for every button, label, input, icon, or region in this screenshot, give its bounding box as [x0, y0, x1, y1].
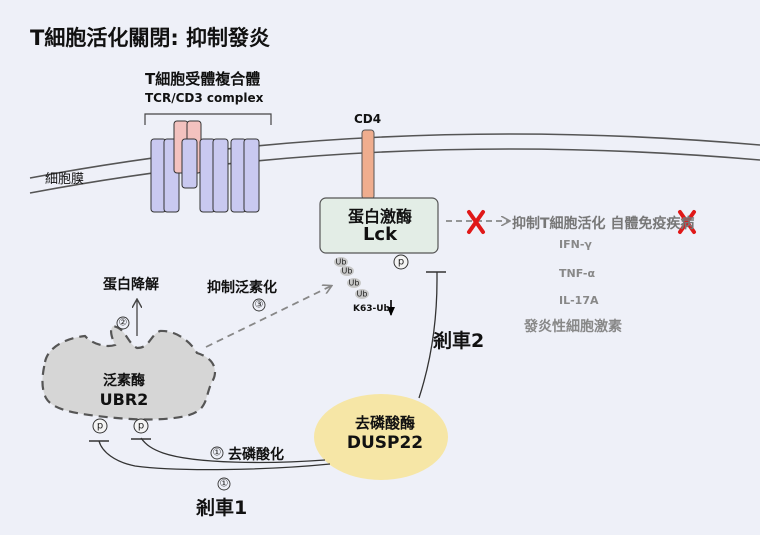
brake2-inhibition-line: [418, 272, 438, 399]
cytokine-ifn-gamma: IFN-γ: [559, 238, 592, 251]
ub-label-1: Ub: [335, 257, 347, 267]
lck-label-en: Lck: [362, 224, 398, 245]
membrane-line-inner: [29, 148, 760, 194]
tcr-complex-label-en: TCR/CD3 complex: [145, 91, 264, 105]
effect-text: 抑制T細胞活化 自體免疫疾病: [512, 216, 695, 232]
ubr2-label-en: UBR2: [99, 390, 149, 409]
diagram-title: T細胞活化關閉: 抑制發炎: [30, 26, 271, 50]
step-3-label: ③: [254, 299, 264, 311]
cytokine-tnf-alpha: TNF-α: [559, 267, 596, 280]
brake1-inhibition-line-outer: [98, 440, 331, 471]
step-2-label: ②: [118, 317, 128, 329]
lck-label: 蛋白激酶: [347, 207, 412, 226]
ubr2-label: 泛素酶: [103, 373, 145, 389]
phospho-lck: [393, 254, 409, 270]
tcr-bracket: [144, 113, 272, 125]
cd4-label: CD4: [354, 112, 382, 126]
dephosphorylation-label: 去磷酸化: [228, 447, 284, 463]
k63-ub-label: K63-Ub: [353, 304, 390, 314]
step-1-circle-low: [217, 477, 231, 491]
phospho-ubr2-right: [133, 418, 149, 434]
brake-1-label: 剎車1: [196, 497, 248, 519]
phospho-ubr2-right-label: p: [137, 420, 145, 432]
phospho-lck-label: p: [397, 256, 405, 268]
tcr-cd3-complex: [150, 120, 260, 213]
lck-box: [319, 197, 439, 254]
ub-label-3: Ub: [348, 278, 360, 288]
phospho-ubr2-left-label: p: [96, 420, 104, 432]
membrane-line-outer: [29, 133, 760, 179]
step-3-circle: [252, 298, 266, 312]
dusp22-label-en: DUSP22: [346, 433, 424, 453]
ubiquitination-label: 抑制泛素化: [207, 280, 277, 296]
cytokine-il-17a: IL-17A: [559, 294, 599, 307]
cd4-receptor: [361, 129, 375, 200]
ub-label-2: Ub: [341, 266, 353, 276]
dusp22-label: 去磷酸酶: [354, 414, 415, 432]
tcr-complex-label: T細胞受體複合體: [145, 70, 261, 88]
brake-2-label: 剎車2: [433, 330, 485, 352]
ub-label-4: Ub: [356, 289, 368, 299]
brake1-inhibition-line-inner: [140, 437, 326, 464]
step-2-circle: [116, 316, 130, 330]
step-1-label-mid: ①: [212, 447, 222, 459]
protein-degradation-label: 蛋白降解: [103, 277, 159, 293]
block-x-icon-autoimmune: [678, 210, 696, 234]
membrane-label: 細胞膜: [45, 172, 85, 187]
ubiquitin-chain: [334, 257, 369, 299]
ubr2-shape: [41, 324, 217, 421]
block-x-icon: [467, 210, 485, 234]
step-1-label-low: ①: [219, 478, 229, 490]
dusp22-ellipse: [314, 394, 448, 480]
phospho-ubr2-left: [92, 418, 108, 434]
inflammatory-cytokine-label: 發炎性細胞激素: [524, 319, 622, 335]
step-1-circle-mid: [210, 446, 224, 460]
